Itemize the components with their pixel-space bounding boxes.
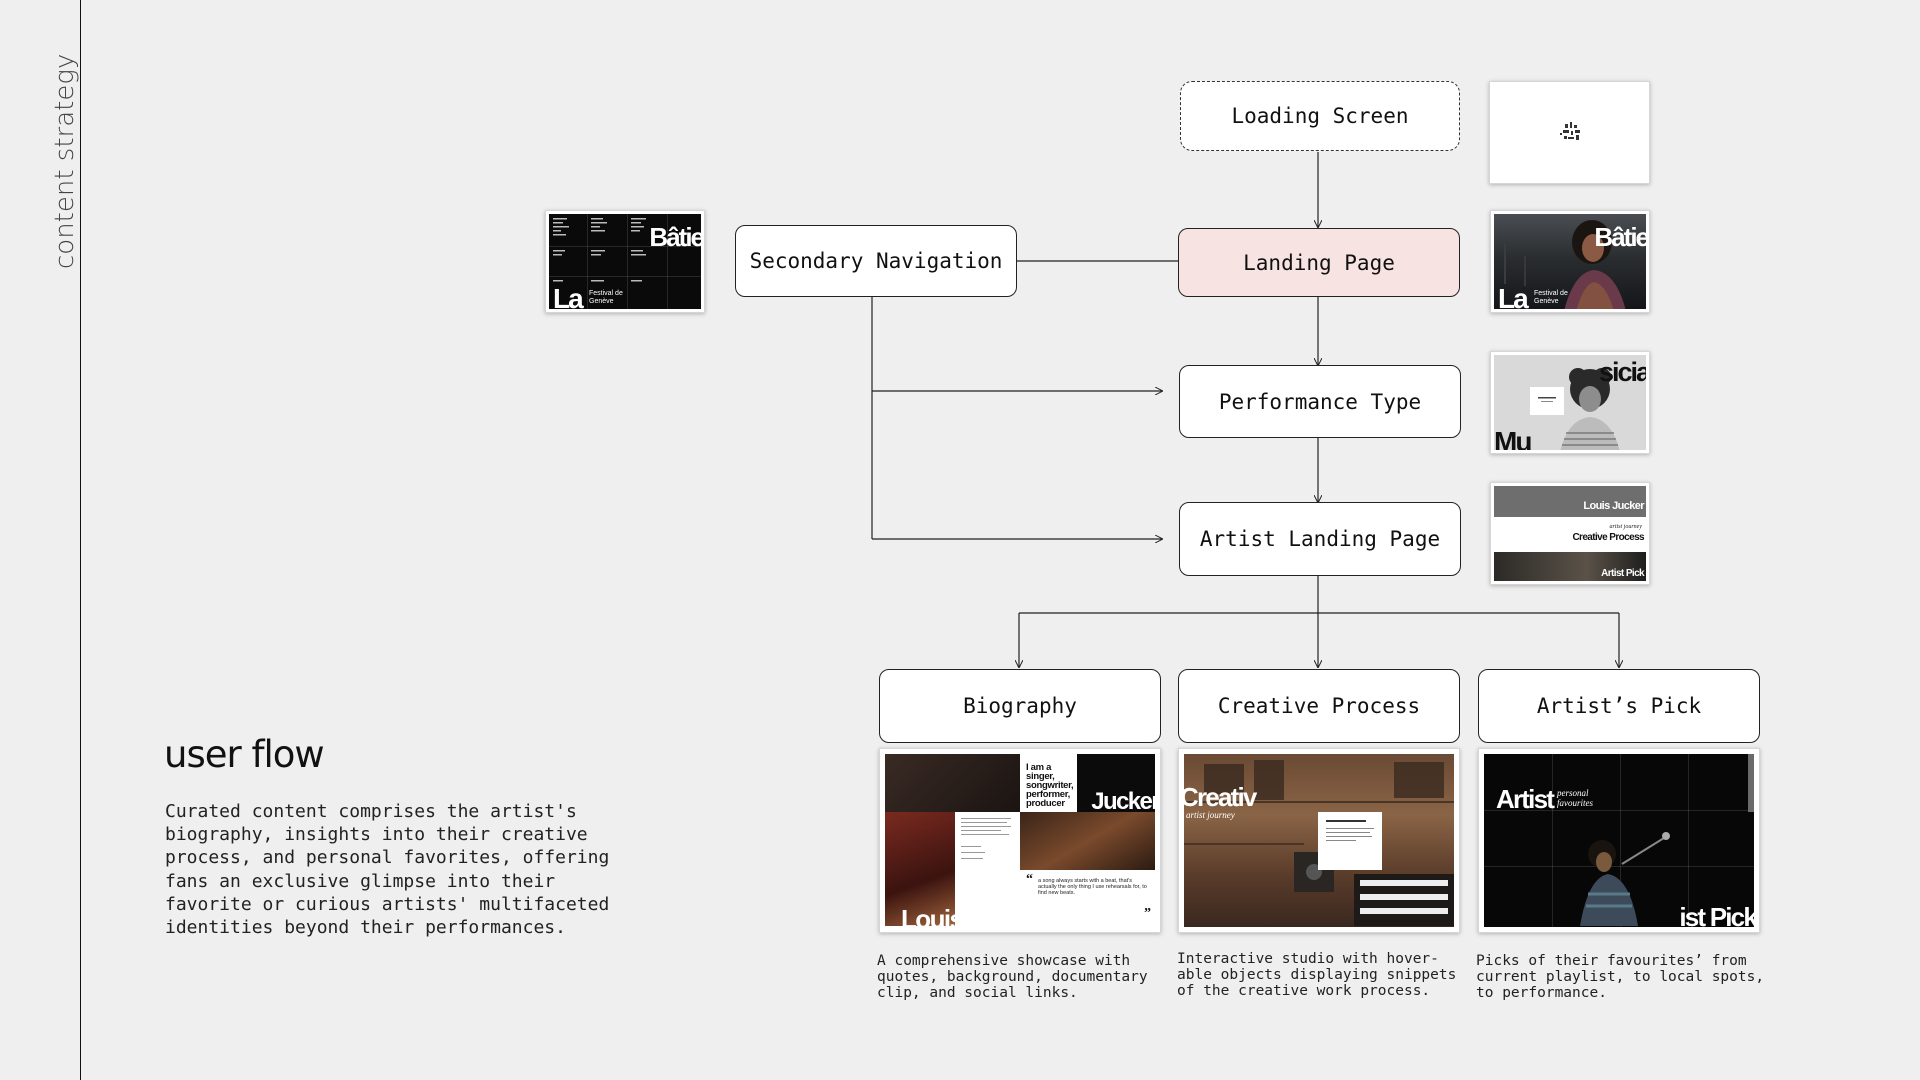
bio-photo-room [885, 754, 1020, 812]
sidebar-rule [80, 0, 81, 1080]
node-performance-type[interactable]: Performance Type [1179, 365, 1461, 438]
caption-artists-pick: Picks of their favourites’ from current … [1476, 953, 1765, 1001]
thumbnail-creative-process[interactable]: Creativ artist journey [1178, 748, 1460, 933]
studio-photo [1184, 760, 1454, 926]
cp-subtitle-text: artist journey [1186, 810, 1235, 820]
node-biography[interactable]: Biography [879, 669, 1161, 743]
section-title: user flow [164, 733, 325, 776]
node-loading-screen[interactable]: Loading Screen [1180, 81, 1460, 151]
bio-black-panel [1077, 754, 1155, 812]
artist-pick-text: Artist Pick [1601, 568, 1644, 579]
thumbnail-biography[interactable]: I am a singer, songwriter, performer, pr… [879, 748, 1161, 933]
thumbnail-artist-landing-page[interactable]: Louis Jucker artist journey Creative Pro… [1490, 482, 1650, 585]
bio-name-right: Jucker [1091, 788, 1155, 815]
thumbnail-secondary-navigation[interactable]: Bâtie La Festival de Genève [545, 210, 705, 313]
bio-photo-face [1020, 812, 1155, 870]
bio-open-quote-icon: “ [1026, 872, 1033, 887]
bio-name-left: Louis [901, 904, 964, 927]
performance-word-left: Mu [1494, 426, 1532, 450]
artist-band-top [1494, 486, 1646, 517]
bio-close-quote-icon: ” [1144, 906, 1151, 921]
secnav-brand-short: La [553, 283, 584, 309]
node-landing-page[interactable]: Landing Page [1178, 228, 1460, 297]
thumbnail-performance-type[interactable]: sicia Mu [1490, 351, 1650, 454]
thumbnail-loading-screen[interactable] [1489, 81, 1650, 184]
artist-name-text: Louis Jucker [1583, 500, 1644, 512]
performance-word-right: sicia [1598, 357, 1646, 387]
thumbnail-landing-page[interactable]: Bâtie La Festival de Genève [1490, 210, 1650, 313]
artist-band-bottom [1494, 552, 1646, 581]
secnav-brand-word: Bâtie [649, 222, 701, 252]
pick-subtitle-text: personal favourites [1557, 788, 1593, 808]
bio-text-block [955, 812, 1020, 926]
pick-performer-photo [1580, 832, 1670, 926]
node-secondary-navigation[interactable]: Secondary Navigation [735, 225, 1017, 297]
artist-creative-text: Creative Process [1572, 532, 1644, 543]
performer-photo [1530, 368, 1620, 450]
node-artists-pick[interactable]: Artist’s Pick [1478, 669, 1760, 743]
secnav-subtitle: Festival de Genève [589, 290, 623, 305]
bio-quote-text: a song always starts with a beat, that's… [1038, 878, 1147, 896]
caption-biography: A comprehensive showcase with quotes, ba… [877, 953, 1148, 1001]
landing-brand-short: La [1498, 283, 1529, 309]
thumbnail-artists-pick[interactable]: Artist personal favourites ist Pick [1478, 748, 1760, 933]
artist-journey-text: artist journey [1609, 524, 1643, 530]
pick-foot-text: ist Pick [1679, 902, 1754, 927]
node-artist-landing-page[interactable]: Artist Landing Page [1179, 502, 1461, 576]
landing-subtitle: Festival de Genève [1534, 290, 1568, 305]
section-description: Curated content comprises the artist's b… [165, 801, 610, 939]
loading-logo-icon [1560, 122, 1580, 140]
bio-quote-top: I am a singer, songwriter, performer, pr… [1020, 754, 1077, 812]
node-creative-process[interactable]: Creative Process [1178, 669, 1460, 743]
bio-text-lines-icon [961, 818, 1011, 859]
bio-quote-panel: “ a song always starts with a beat, that… [1020, 870, 1155, 926]
bio-photo-guitar [885, 812, 955, 926]
landing-brand-word: Bâtie [1594, 222, 1646, 252]
pick-title-text: Artist [1496, 784, 1555, 814]
caption-creative-process: Interactive studio with hover-able objec… [1177, 951, 1457, 999]
cp-title-text: Creativ [1184, 782, 1257, 812]
pick-scrollbar[interactable] [1748, 754, 1754, 812]
portrait-photo [1504, 220, 1626, 309]
menu-text-lines-icon [553, 218, 646, 282]
